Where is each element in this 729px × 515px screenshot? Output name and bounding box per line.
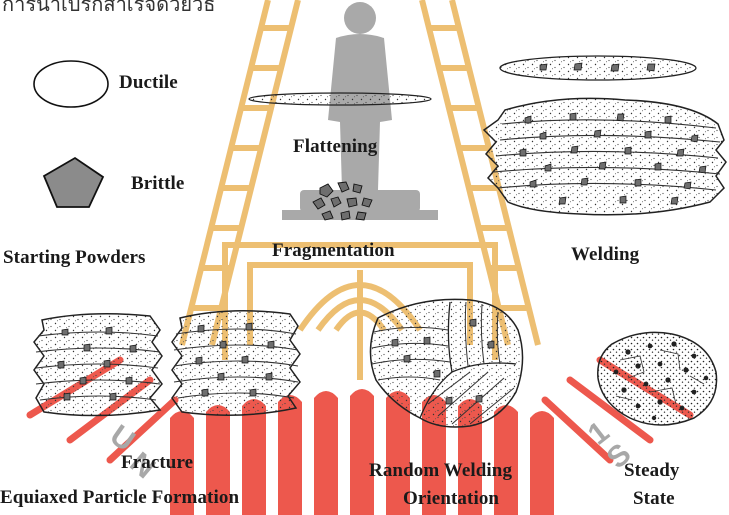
- welded-layered-particle: [484, 98, 726, 214]
- brittle-label: Brittle: [131, 173, 184, 195]
- flattening-label: Flattening: [293, 136, 377, 158]
- fracture-label: Fracture: [121, 452, 193, 474]
- steady-label: Steady: [624, 460, 680, 482]
- orientation-label: Orientation: [403, 488, 499, 510]
- state-label: State: [633, 488, 675, 510]
- equiaxed-particle-formation-label: Equiaxed Particle Formation: [0, 487, 239, 509]
- ductile-legend-icon: [34, 61, 108, 107]
- random-welding-label: Random Welding: [369, 460, 512, 482]
- brittle-legend-icon: [44, 158, 103, 207]
- fractured-particle-right: [172, 311, 300, 415]
- welding-label: Welding: [571, 244, 639, 266]
- welding-flat-particle-top: [500, 56, 696, 80]
- ductile-label: Ductile: [119, 72, 178, 94]
- starting-powders-label: Starting Powders: [3, 247, 146, 269]
- watermark-ladder-left: [182, 0, 298, 345]
- fragmentation-label: Fragmentation: [272, 240, 395, 262]
- fractured-particle-left: [34, 314, 162, 416]
- flattened-particle-top-middle: [249, 93, 431, 105]
